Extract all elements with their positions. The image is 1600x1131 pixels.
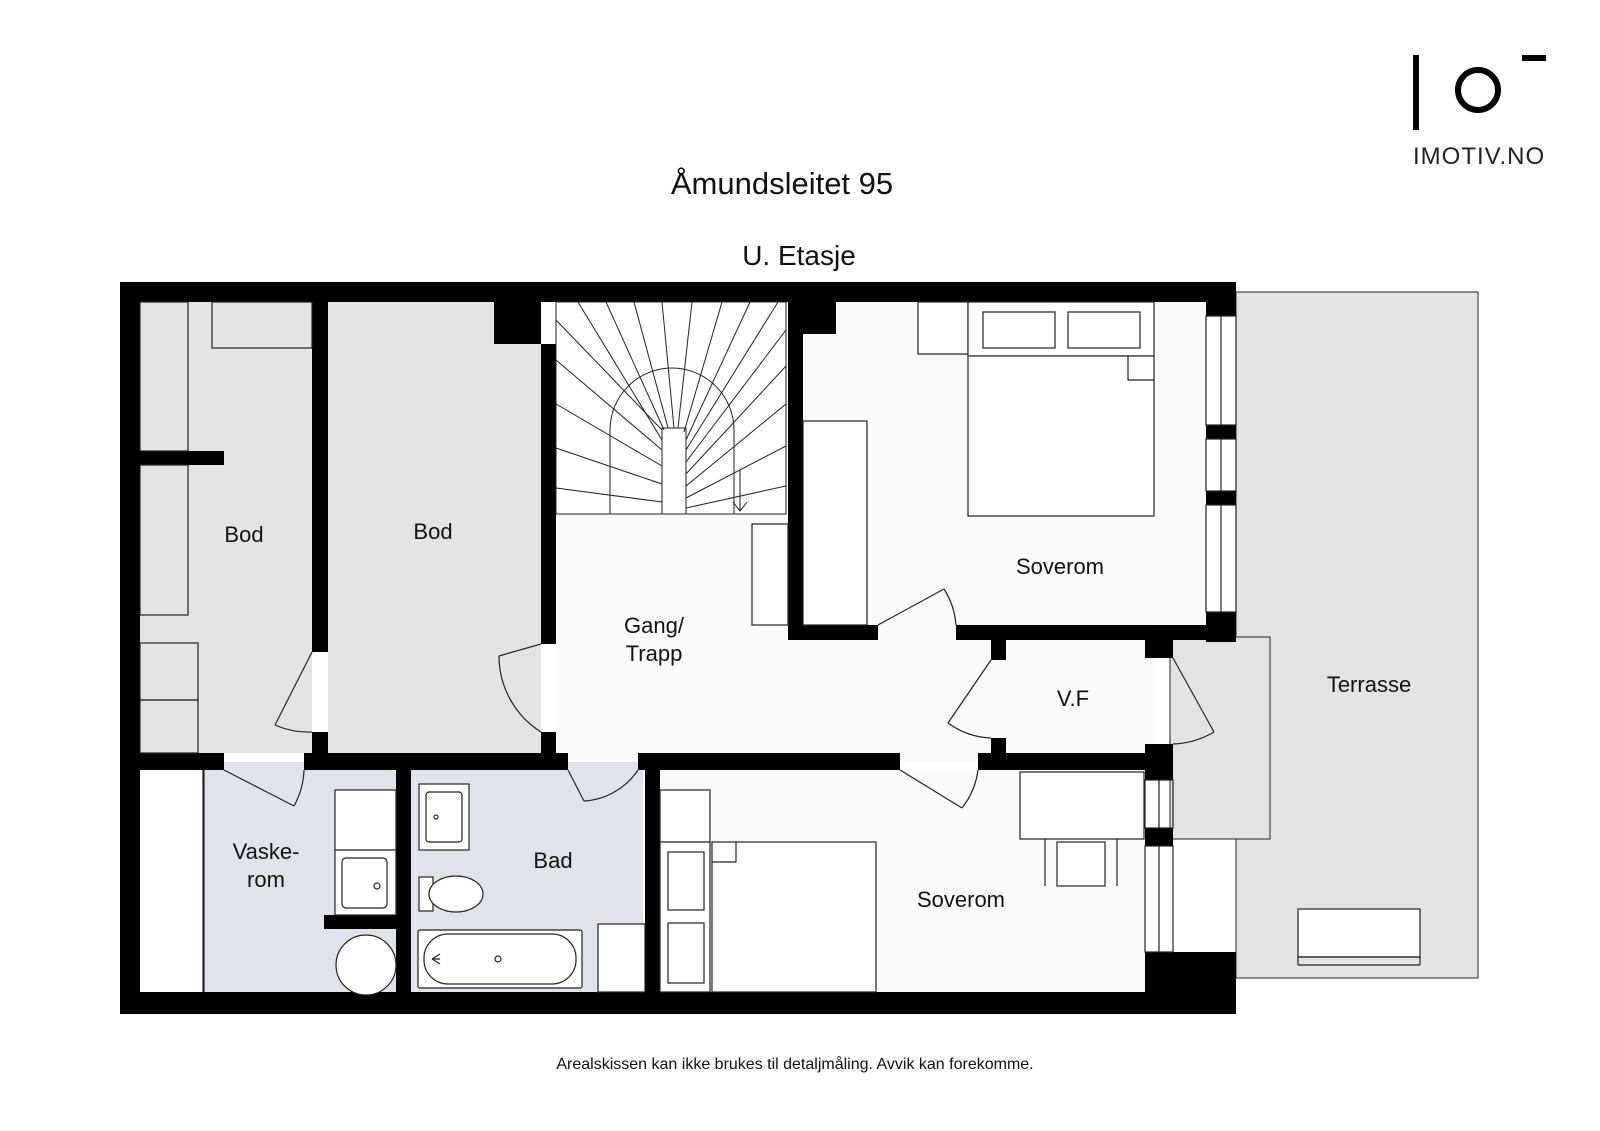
door-soverom-2: [899, 769, 979, 809]
outer-wall-left: [120, 282, 140, 1014]
room-label-bod-1: Bod: [224, 522, 264, 547]
wall-mid-left: [140, 753, 224, 770]
door-terrasse: [1172, 657, 1215, 745]
outer-wall-right-low: [1206, 612, 1236, 642]
outer-wall-right-bottom: [1145, 952, 1236, 1014]
wall-bod2-gang: [541, 344, 556, 644]
outer-wall-right-mid2: [1206, 491, 1236, 505]
floor-label: U. Etasje: [742, 240, 856, 271]
room-label-gang: Gang/ Trapp: [624, 613, 684, 666]
door-vf: [947, 659, 992, 739]
bench-icon: [1297, 908, 1421, 958]
door-vaskerom: [223, 769, 305, 807]
washer-icon: [335, 934, 397, 996]
terrasse-inner: [1169, 636, 1271, 840]
door-soverom-1: [877, 588, 957, 626]
room-label-soverom-1: Soverom: [1015, 554, 1105, 579]
terrasse-floor: [1235, 291, 1479, 979]
room-label-soverom-2: Soverom: [916, 887, 1006, 912]
outer-wall-right-top: [1206, 282, 1236, 316]
bed-2-icon: [711, 841, 877, 993]
wall-bad-soverom2: [645, 770, 660, 992]
brand-name: IMOTIV.NO: [1413, 143, 1546, 170]
wall-vf-left: [991, 640, 1006, 660]
outer-wall-top: [120, 282, 1236, 302]
bod-1-floor: [140, 300, 312, 753]
stairs-icon: [555, 301, 787, 515]
fixtures: [139, 301, 1421, 996]
wall-soverom1-bottom: [788, 625, 878, 640]
wall-gang-soverom1: [788, 300, 803, 640]
outer-wall-right-mid1: [1206, 425, 1236, 439]
outer-wall-bottom: [120, 992, 1236, 1014]
wall-bod1-bod2: [312, 300, 328, 652]
bod-2-floor: [328, 300, 541, 753]
room-label-bod-2: Bod: [413, 519, 453, 544]
wall-soverom2-right: [1145, 770, 1173, 780]
walls: [120, 282, 1236, 1014]
doors: [223, 588, 1215, 809]
wall-vaskerom-bad: [396, 770, 411, 992]
door-bad: [567, 769, 639, 802]
door-bod-2: [498, 643, 542, 733]
door-bod-1: [274, 651, 313, 733]
disclaimer-text: Arealskissen kan ikke brukes til detaljm…: [556, 1056, 1034, 1073]
room-label-vf: V.F: [1056, 686, 1090, 711]
bed-1-icon: [967, 355, 1155, 517]
room-label-vaskerom: Vaske- rom: [232, 839, 300, 892]
page-title: Åmundsleitet 95: [670, 166, 894, 201]
imotiv-logo-icon: [1413, 55, 1546, 130]
windows: [1144, 315, 1237, 953]
room-label-bad: Bad: [533, 848, 573, 873]
wall-vf-right: [1145, 640, 1173, 658]
room-label-terrasse: Terrasse: [1326, 672, 1412, 697]
